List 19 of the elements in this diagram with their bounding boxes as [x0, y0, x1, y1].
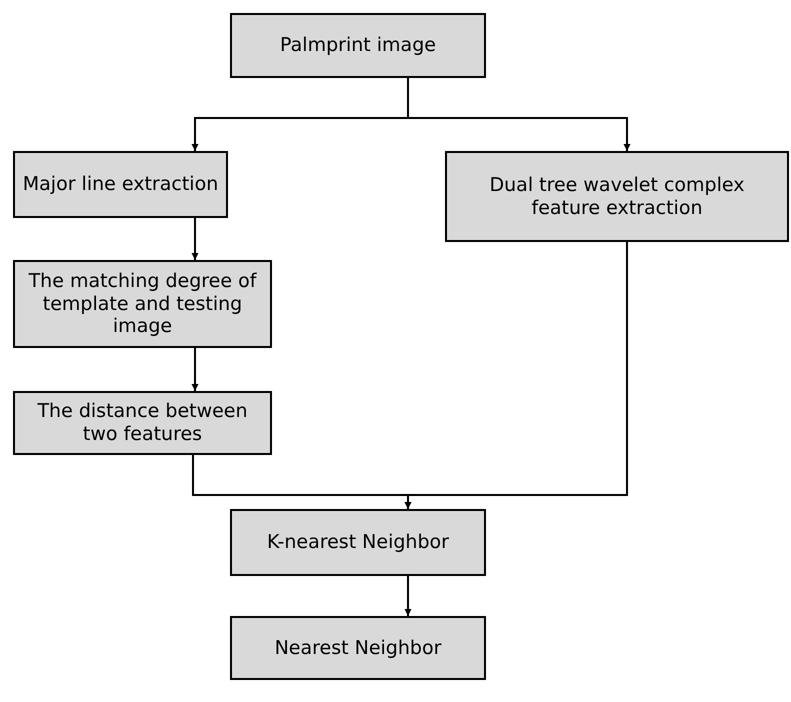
process-box [13, 151, 228, 218]
arrow [404, 242, 628, 509]
process-box [230, 616, 486, 680]
arrow [192, 348, 198, 391]
box-label: Palmprint image [280, 34, 436, 57]
process-box [445, 151, 789, 242]
box-label: Dual tree wavelet complex feature extraction [488, 174, 746, 220]
box-label: Major line extraction [22, 173, 218, 196]
arrow [404, 576, 412, 616]
process-box [230, 509, 486, 576]
box-label: The matching degree of template and testing image [28, 270, 258, 338]
arrow [407, 78, 630, 151]
box-label: K-nearest Neighbor [267, 531, 449, 554]
arrow [192, 218, 198, 260]
box-label: The distance between two features [36, 400, 249, 446]
process-box [230, 13, 486, 78]
box-label: Nearest Neighbor [274, 636, 442, 660]
process-box [13, 260, 272, 348]
process-box [13, 391, 272, 455]
